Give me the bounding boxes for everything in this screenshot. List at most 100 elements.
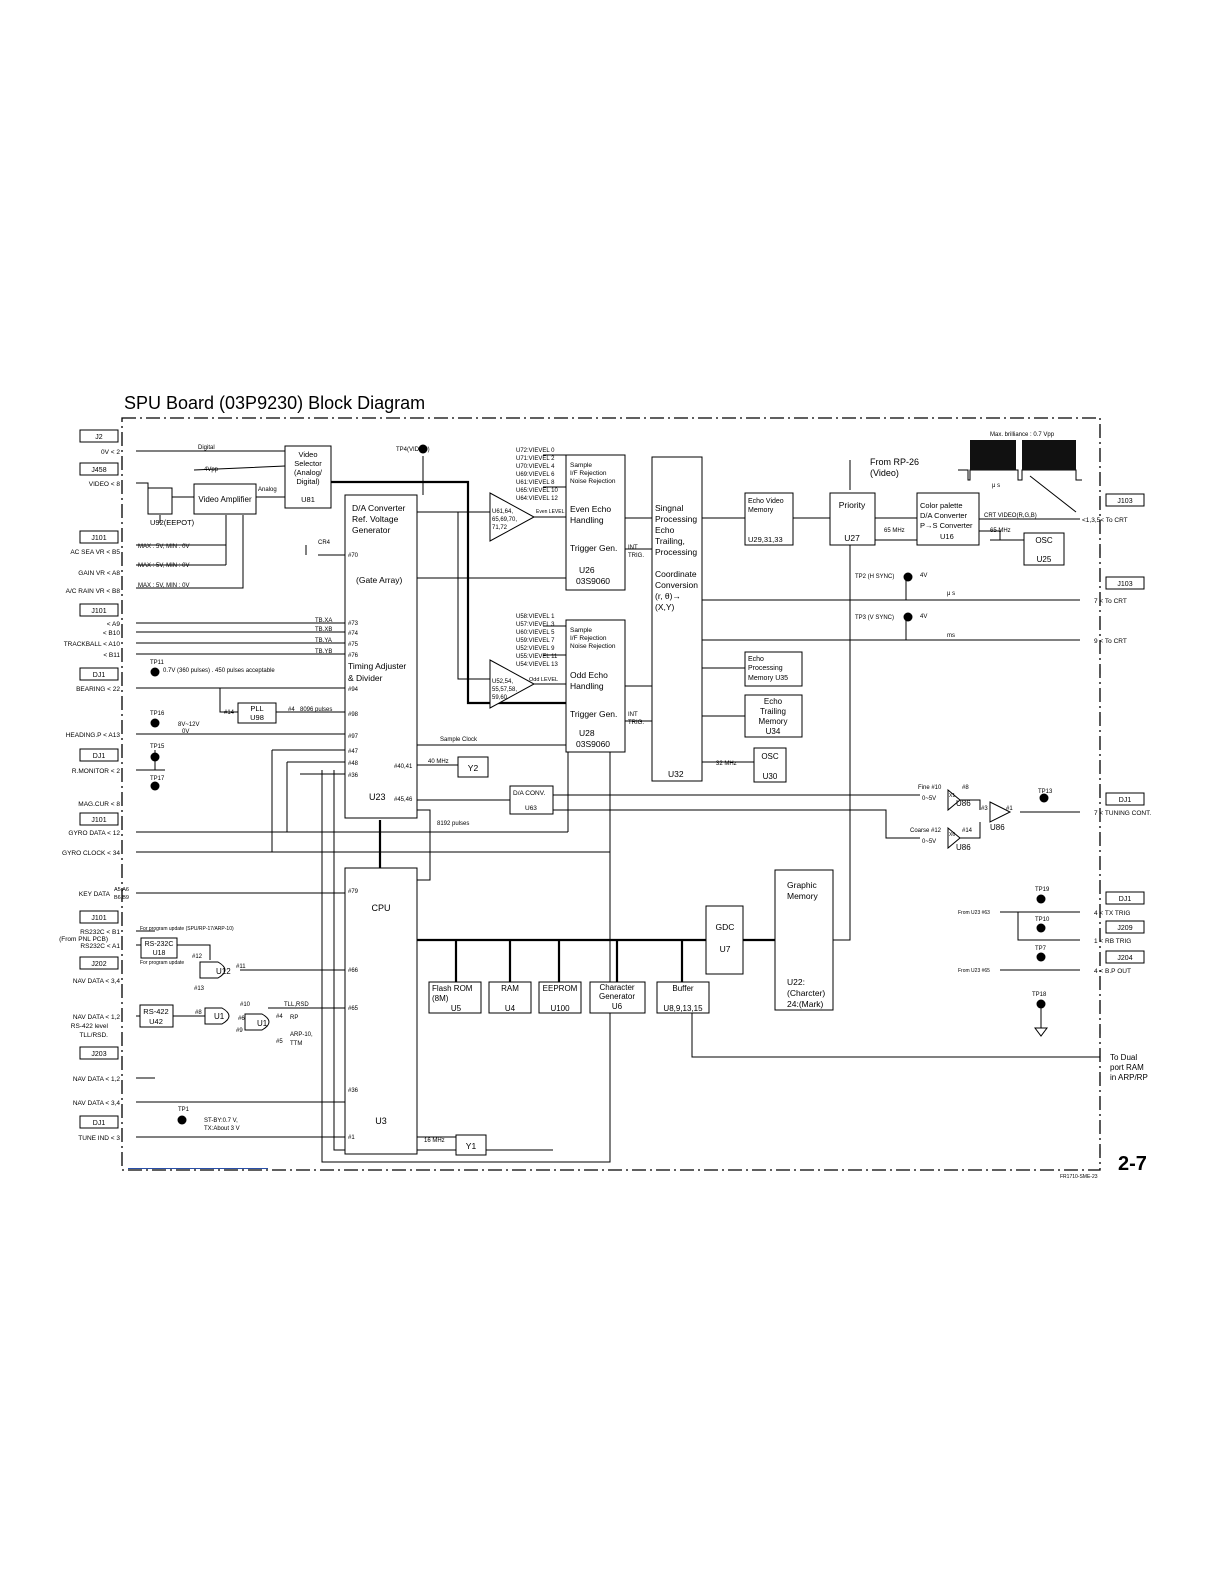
svg-text:J203: J203 (91, 1051, 106, 1058)
connector-j209: J209 (1105, 920, 1145, 934)
tp13-dot (1039, 793, 1049, 803)
svg-text:Buffer: Buffer (672, 984, 694, 993)
tp16-dot (150, 718, 160, 728)
svg-text:P→S Converter: P→S Converter (920, 521, 973, 530)
blocks: U92(EEPOT) Video Amplifier Video Selecto… (139, 445, 1065, 1156)
svg-text:(Analog/: (Analog/ (294, 468, 323, 477)
svg-text:RS232C < B1: RS232C < B1 (80, 929, 120, 936)
connector-j203: J203 (79, 1046, 119, 1060)
svg-text:Video Amplifier: Video Amplifier (198, 495, 252, 504)
ground-symbol (1034, 1027, 1048, 1037)
svg-text:#12: #12 (192, 954, 203, 960)
fine-buffer (947, 788, 961, 812)
svg-text:TP11: TP11 (150, 660, 165, 666)
svg-text:U42: U42 (149, 1017, 163, 1026)
svg-text:CPU: CPU (371, 903, 390, 913)
svg-text:#36: #36 (348, 773, 359, 779)
svg-text:7 < TUNING CONT.: 7 < TUNING CONT. (1094, 810, 1151, 817)
svg-text:Sample Clock: Sample Clock (440, 737, 478, 743)
connector-dj1-c: DJ1 (79, 1115, 119, 1129)
svg-text:RS232C < A1: RS232C < A1 (80, 943, 120, 950)
svg-text:#10: #10 (240, 1002, 251, 1008)
svg-text:J101: J101 (91, 608, 106, 615)
svg-text:TP18: TP18 (1032, 992, 1047, 998)
svg-text:#8: #8 (195, 1010, 202, 1016)
svg-text:D/A Converter: D/A Converter (352, 503, 406, 513)
svg-text:J2: J2 (95, 434, 103, 441)
svg-text:Timing Adjuster: Timing Adjuster (348, 661, 406, 671)
svg-text:From U23 #65: From U23 #65 (958, 968, 990, 974)
svg-text:Character: Character (599, 983, 634, 992)
block-eeprom: EEPROM U100 (538, 981, 582, 1014)
svg-text:65 MHz: 65 MHz (884, 528, 905, 534)
connector-j101-c: J101 (79, 812, 119, 826)
svg-text:U16: U16 (940, 532, 954, 541)
svg-text:8192 pulses: 8192 pulses (437, 821, 469, 827)
svg-text:#4: #4 (276, 1014, 283, 1020)
connector-j202: J202 (79, 956, 119, 970)
block-u32: Singnal Processing Echo Trailing, Proces… (651, 456, 703, 782)
svg-text:U4: U4 (505, 1004, 516, 1013)
svg-text:OSC: OSC (761, 752, 779, 761)
svg-text:#79: #79 (348, 889, 359, 895)
svg-text:RAM: RAM (501, 984, 519, 993)
svg-text:< A9: < A9 (107, 621, 121, 628)
svg-text:#5: #5 (276, 1039, 283, 1045)
svg-text:Ref. Voltage: Ref. Voltage (352, 514, 399, 524)
svg-text:TP7: TP7 (1035, 946, 1047, 952)
svg-text:KEY DATA: KEY DATA (79, 891, 111, 898)
block-buffer: Buffer U8,9,13,15 (656, 981, 710, 1014)
svg-text:CRT VIDEO(R,G,B): CRT VIDEO(R,G,B) (984, 513, 1037, 519)
svg-text:U58:VIEVEL 1: U58:VIEVEL 1 (516, 614, 555, 620)
document-id: FR1710-SME-23 (1060, 1174, 1098, 1180)
svg-text:#13: #13 (194, 986, 205, 992)
svg-text:Graphic: Graphic (787, 880, 818, 890)
svg-text:TRIG.: TRIG. (628, 720, 644, 726)
svg-text:NAV DATA < 1,2: NAV DATA < 1,2 (73, 1076, 121, 1083)
svg-text:& Divider: & Divider (348, 673, 383, 683)
connector-j103-b: J103 (1105, 576, 1145, 590)
svg-text:Trigger Gen.: Trigger Gen. (570, 543, 617, 553)
svg-text:TP4(VIDEO): TP4(VIDEO) (396, 447, 430, 453)
svg-text:μ s: μ s (947, 591, 955, 597)
svg-text:Singnal: Singnal (655, 503, 683, 513)
svg-text:J103: J103 (1117, 498, 1132, 505)
coarse-buffer (947, 826, 961, 850)
svg-text:TB.YA: TB.YA (315, 638, 332, 644)
tp4-dot (418, 444, 428, 454)
block-character-generator: Character Generator U6 (589, 981, 646, 1014)
svg-text:#73: #73 (348, 621, 359, 627)
svg-text:#74: #74 (348, 631, 359, 637)
block-rs422: RS-422 U42 (139, 1004, 174, 1028)
svg-text:59,60: 59,60 (492, 695, 508, 701)
svg-text:#9: #9 (236, 1028, 243, 1034)
svg-text:Echo: Echo (748, 656, 764, 663)
svg-text:#76: #76 (348, 653, 359, 659)
crt-waveform (958, 440, 1082, 513)
svg-text:μ s: μ s (992, 483, 1000, 489)
svg-text:For program update (SPU/RP-17/: For program update (SPU/RP-17/ARP-10) (140, 926, 234, 932)
svg-text:TB.XA: TB.XA (315, 618, 332, 624)
svg-text:0~5V: 0~5V (922, 796, 936, 802)
svg-text:Generator: Generator (599, 992, 635, 1001)
svg-text:Y1: Y1 (466, 1141, 477, 1151)
connector-j2: J2 (79, 429, 119, 443)
wiring (136, 450, 1100, 1163)
svg-text:#75: #75 (348, 642, 359, 648)
svg-text:MAG.CUR < 8: MAG.CUR < 8 (78, 801, 120, 808)
svg-text:8V~12V: 8V~12V (178, 722, 200, 728)
svg-text:U23: U23 (369, 792, 386, 802)
svg-text:port RAM: port RAM (1110, 1063, 1144, 1072)
svg-text:9 < To CRT: 9 < To CRT (1094, 638, 1127, 645)
svg-text:TRACKBALL < A10: TRACKBALL < A10 (64, 641, 121, 648)
svg-text:0.7V (360 pulses) . 450 pulse: 0.7V (360 pulses) . 450 pulses acceptabl… (163, 668, 275, 674)
svg-text:J202: J202 (91, 961, 106, 968)
svg-text:NAV DATA < 1,2: NAV DATA < 1,2 (73, 1014, 121, 1021)
svg-text:R.MONITOR < 2: R.MONITOR < 2 (72, 768, 120, 775)
svg-text:From U23 #63: From U23 #63 (958, 910, 990, 916)
svg-text:TP2 (H SYNC): TP2 (H SYNC) (855, 574, 894, 580)
block-echo-trailing: Echo Trailing Memory U34 (744, 694, 803, 738)
svg-text:71,72: 71,72 (492, 525, 508, 531)
svg-text:MAX : 5V, MIN : 0V: MAX : 5V, MIN : 0V (138, 544, 189, 550)
